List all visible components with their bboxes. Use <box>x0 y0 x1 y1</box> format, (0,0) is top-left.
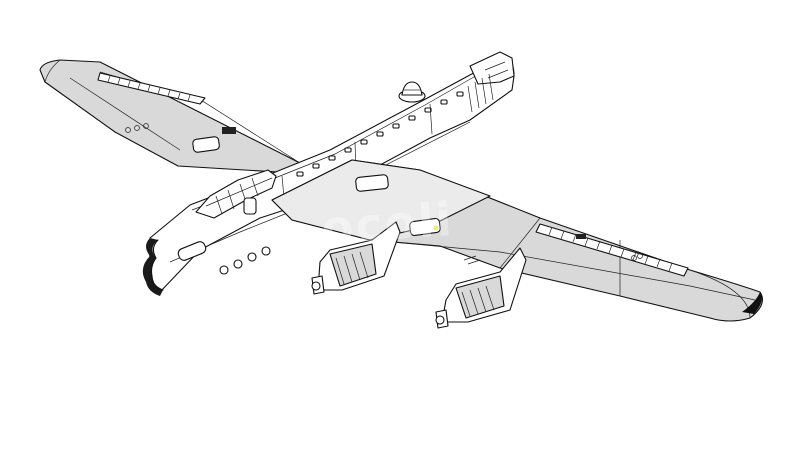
wing-hatch-inner <box>355 174 389 192</box>
near-wing <box>271 159 763 322</box>
near-wing-flap-line <box>369 239 756 301</box>
near-wing-aileron-strip <box>535 223 689 277</box>
fuselage-windows <box>296 91 464 177</box>
engine-nacelle-inner <box>311 221 401 295</box>
far-wing-tip-line <box>44 59 61 83</box>
far-wing-hatch <box>192 136 220 153</box>
dorsal-turret <box>398 81 426 103</box>
far-wing-surface <box>39 59 301 173</box>
tail-ribs <box>467 73 494 113</box>
cockpit-canopy <box>195 169 277 219</box>
far-wing-aileron-ribs <box>107 75 191 102</box>
far-wing-panel-line <box>69 77 181 151</box>
tail-fin <box>469 51 515 85</box>
porthole-row <box>219 246 271 275</box>
near-wing-aileron-ribs <box>548 226 673 272</box>
wing-hatch-outer <box>409 217 441 237</box>
wing-vent <box>576 234 586 239</box>
far-wing-aileron-strip <box>97 72 206 105</box>
wing-marking <box>631 253 643 261</box>
nose-shadow <box>142 238 163 296</box>
far-wing-marking <box>125 123 149 133</box>
watermark-text: ocoli <box>320 192 455 255</box>
nose-outline <box>150 239 164 291</box>
nose-window <box>177 241 207 261</box>
engine-nacelle-outer <box>435 247 527 329</box>
tail-fin-detail <box>484 61 509 79</box>
far-wing-vent <box>222 127 236 134</box>
wing-highlight <box>433 225 439 231</box>
wingtip-light <box>742 292 762 314</box>
far-wing <box>39 59 301 173</box>
